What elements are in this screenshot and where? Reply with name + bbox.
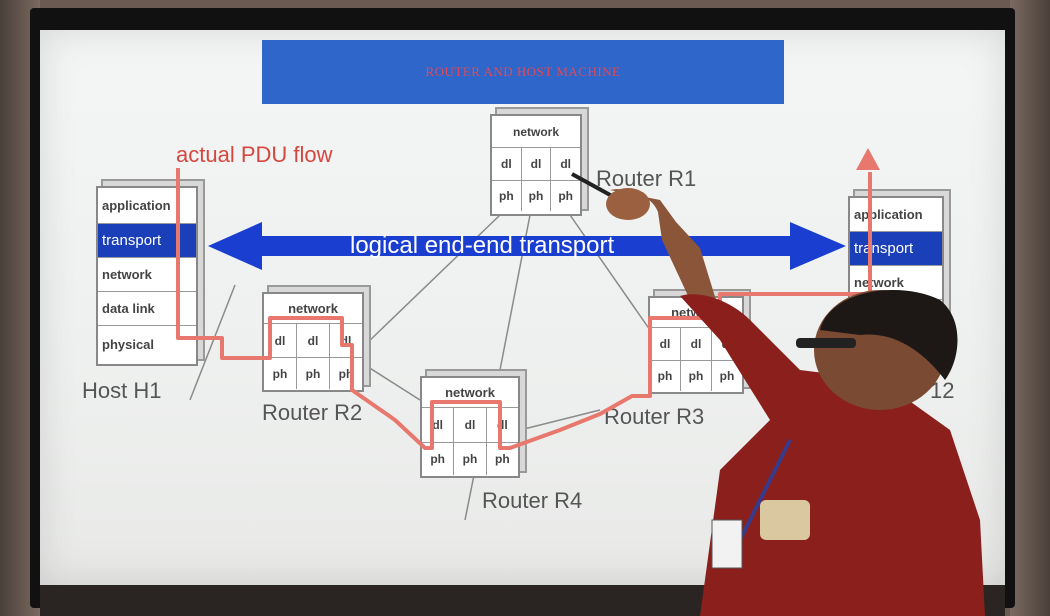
r3-ph-cell: ph (681, 361, 712, 391)
h1-network-layer: network (98, 258, 196, 292)
link-h1-base (189, 284, 236, 401)
r2-ph-cell: ph (264, 358, 297, 389)
r2-dl-cell: dl (297, 324, 330, 357)
presenter-glasses-icon (796, 338, 856, 348)
r3-ph-cell: ph (719, 369, 735, 383)
router-r1-label: Router R1 (596, 166, 697, 191)
h1-application-layer: application (98, 188, 196, 224)
router-r2-label: Router R2 (262, 400, 363, 425)
h1-datalink-layer: data link (98, 292, 196, 326)
r3-dl-cell: dl (681, 328, 712, 360)
r1-dl-cell: dl (522, 148, 552, 180)
r1-ph-cell: ph (522, 181, 552, 211)
r4-dl-cell: dl (454, 408, 487, 442)
router-r4-stack: network dl dl dl ph ph ph (420, 376, 520, 478)
link-r1-r3 (569, 214, 651, 331)
id-badge-icon (711, 519, 743, 569)
r2-ph-cell: ph (297, 358, 330, 389)
pdu-arrowhead-icon (856, 148, 880, 170)
r4-ph-cell: ph (454, 443, 487, 475)
r4-dl-cell: dl (496, 418, 508, 432)
room-wall-right (1010, 0, 1050, 616)
link-r2-r4 (364, 364, 421, 401)
r2-dl-cell: dl (264, 324, 297, 357)
r2-ph-cell: ph (338, 366, 354, 381)
slide-title: ROUTER AND HOST MACHINE (262, 40, 784, 104)
laser-pointer-icon (571, 172, 613, 198)
r4-network-layer: network (422, 378, 518, 408)
link-r4-base (464, 469, 476, 521)
presenter-arm (610, 189, 716, 300)
r2-dl-cell: dl (340, 333, 352, 348)
r4-ph-cell: ph (494, 452, 510, 466)
presenter-hair (820, 290, 958, 380)
r3-ph-cell: ph (650, 361, 681, 391)
r1-ph-cell: ph (558, 189, 574, 203)
pocket-item-icon (760, 500, 810, 540)
logical-arrow-shape (208, 222, 846, 270)
r4-dl-cell: dl (422, 408, 455, 442)
r1-dl-cell: dl (492, 148, 522, 180)
r3-dl-cell: dl (650, 328, 681, 360)
r2-network-layer: network (264, 294, 362, 324)
router-r1-stack: network dl dl dl ph ph ph (490, 114, 582, 216)
router-r2-stack: network dl dl dl ph ph ph (262, 292, 364, 392)
link-r3-r4 (519, 409, 601, 431)
r1-network-layer: network (492, 116, 580, 148)
r4-ph-cell: ph (422, 443, 455, 475)
logical-transport-label: logical end-end transport (350, 232, 615, 259)
router-r4-label: Router R4 (482, 488, 583, 513)
presenter-shirt (680, 294, 985, 616)
presenter-hand (606, 188, 650, 220)
pdu-flow-line (176, 168, 872, 450)
r1-ph-cell: ph (492, 181, 522, 211)
r1-dl-cell: dl (560, 157, 572, 171)
host-h1-label: Host H1 (82, 378, 162, 403)
pdu-flow-label: actual PDU flow (176, 142, 333, 167)
router-r3-label: Router R3 (604, 404, 705, 429)
lanyard (738, 439, 792, 541)
h1-physical-layer: physical (102, 336, 155, 352)
